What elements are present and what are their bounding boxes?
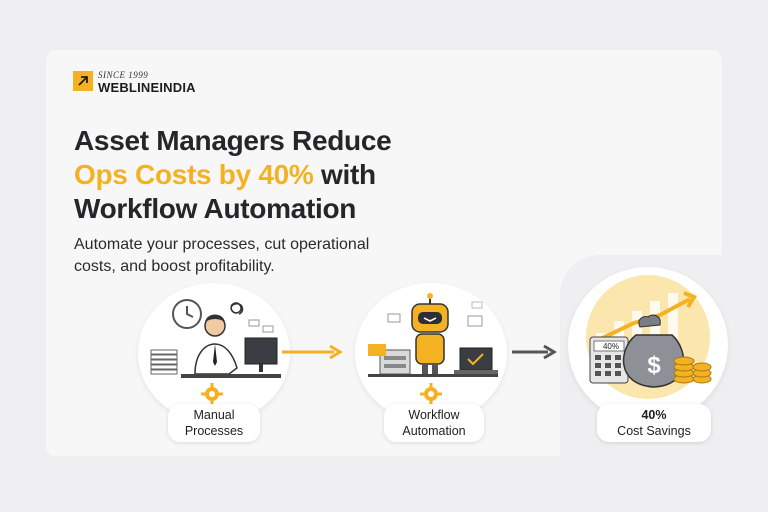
step-savings-label: 40% Cost Savings [597, 404, 711, 442]
arrow-right-icon [512, 344, 557, 360]
arrow-right-icon [282, 344, 343, 360]
step-manual-line-2: Processes [184, 424, 244, 438]
gear-icon [420, 383, 442, 405]
arrow-logo-icon [73, 71, 93, 91]
title-line-3: Workflow Automation [74, 193, 357, 224]
brand-since: SINCE 1999 [98, 70, 149, 80]
title-line-2: Ops Costs by 40% with [74, 158, 391, 192]
money-bag-icon: $ [586, 275, 712, 399]
page-title: Asset Managers Reduce Ops Costs by 40% w… [74, 124, 392, 226]
title-line-2-rest: with [313, 159, 376, 190]
subtitle: Automate your processes, cut operational… [74, 236, 370, 275]
savings-badge: 40% [602, 342, 619, 351]
svg-text:$: $ [647, 352, 661, 379]
step-automation-line-1: Workflow [408, 408, 460, 422]
robot-icon [368, 293, 498, 377]
step-automation-line-2: Automation [402, 424, 466, 438]
title-accent: Ops Costs by 40% [74, 159, 314, 190]
step-manual-line-1: Manual [193, 408, 235, 422]
brand-logo[interactable]: SINCE 1999 WEBLINEINDIA [73, 70, 196, 95]
brand-name: WEBLINEINDIA [98, 80, 196, 95]
title-line-1: Asset Managers Reduce [74, 125, 392, 156]
person-at-desk-icon [150, 299, 281, 378]
step-savings-line-1: 40% [641, 408, 667, 422]
step-savings-line-2: Cost Savings [617, 424, 691, 438]
step-automation-label: Workflow Automation [384, 404, 484, 442]
gear-icon [201, 383, 223, 405]
step-manual-label: Manual Processes [168, 404, 260, 442]
